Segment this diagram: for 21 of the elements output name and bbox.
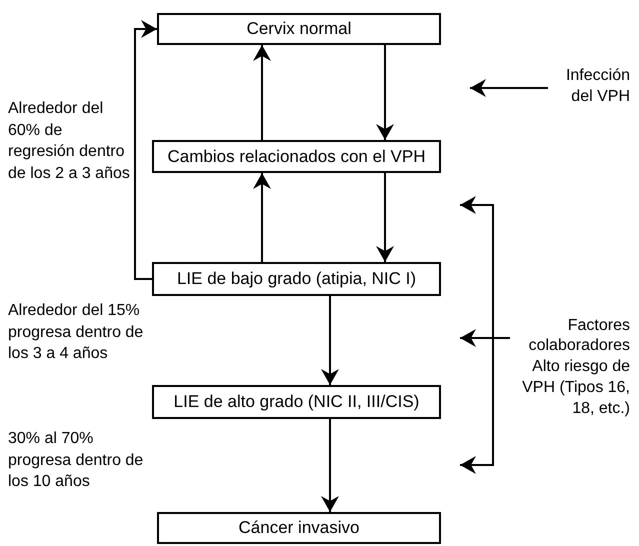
process-box: LIE de bajo grado (atipia, NIC I) (152, 262, 441, 296)
note-text: 30% al 70% progresa dentro de los 10 años (8, 429, 144, 492)
arrow (134, 20, 157, 280)
arrow (376, 45, 394, 140)
arrow (321, 419, 339, 512)
note-text: Alrededor del 60% de regresión dentro de los 2 a 3 años (8, 99, 131, 184)
annotation-text: Factores colaboradores Alto riesgo de VPH (Tipos 16, 18, etc.) (510, 255, 630, 480)
process-box: Cambios relacionados con el VPH (152, 140, 441, 173)
arrow (253, 173, 271, 262)
arrow (376, 173, 394, 262)
process-box: LIE de alto grado (NIC II, III/CIS) (152, 385, 441, 419)
arrow (321, 296, 339, 385)
annotation-text: Infección del VPH (548, 62, 630, 112)
arrow (460, 329, 510, 347)
process-box: Cervix normal (157, 13, 441, 45)
arrow (253, 45, 271, 140)
arrow (460, 196, 494, 338)
arrow (470, 79, 548, 97)
process-box: Cáncer invasivo (157, 512, 441, 544)
note-text: Alrededor del 15% progresa dentro de los 3 a 4 años (8, 301, 144, 364)
arrow (460, 338, 494, 474)
